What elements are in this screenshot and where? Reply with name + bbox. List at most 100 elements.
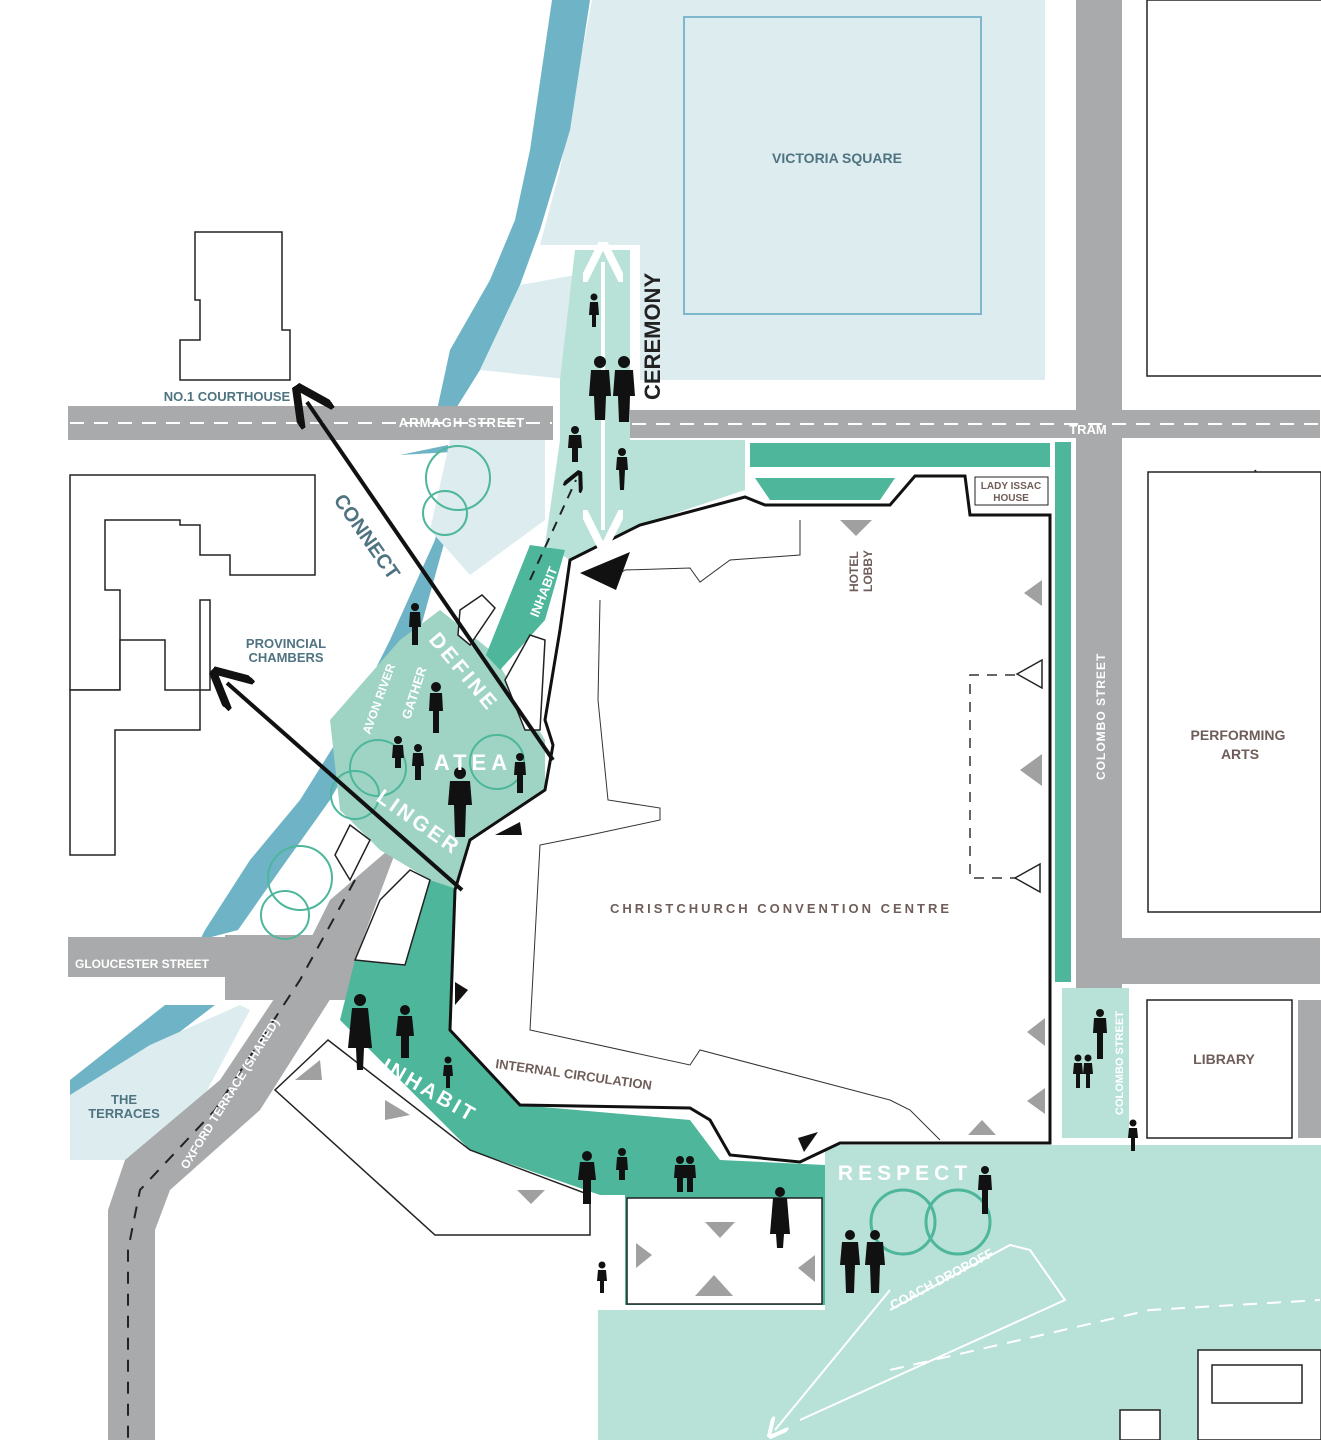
victoria-square-outline — [683, 16, 982, 315]
colombo-green-strip — [1055, 442, 1071, 982]
tree-outline-icon — [869, 1188, 992, 1256]
entrance-triangle-icon — [455, 982, 468, 1005]
person-silhouette-icon — [448, 767, 472, 837]
north-green-bar — [755, 478, 895, 500]
entrance-triangle-icon — [295, 1060, 322, 1080]
the-terraces-label-1: THE — [111, 1092, 137, 1107]
colombo-shared-strip — [1062, 988, 1129, 1138]
entrance-triangle-icon — [1015, 658, 1043, 690]
lady-issac-label-2: HOUSE — [993, 493, 1029, 504]
coach-dropoff-lane — [799, 1243, 1067, 1421]
person-silhouette-icon — [616, 1148, 628, 1180]
direction-arrow-icon — [307, 402, 555, 762]
ceremony-label: CEREMONY — [640, 273, 665, 400]
victoria-square-plaza — [540, 0, 1045, 380]
the-terraces-label-2: TERRACES — [88, 1106, 160, 1121]
performing-arts-label-1: PERFORMING — [1191, 727, 1286, 743]
entrance-triangle-icon — [1024, 580, 1042, 606]
entrance-triangle-icon — [705, 1222, 735, 1238]
lady-issac-house — [974, 476, 1049, 506]
person-silhouette-icon — [443, 1056, 453, 1088]
entrance-triangle-icon — [840, 520, 872, 536]
person-silhouette-icon — [578, 1151, 596, 1204]
parcel-d — [353, 869, 431, 966]
convention-centre-outline — [448, 474, 1052, 1164]
convention-centre-label: CHRISTCHURCH CONVENTION CENTRE — [610, 901, 952, 916]
colombo-shared-label-1: COLOMBO STREET — [1114, 1011, 1126, 1115]
entrance-triangle-icon — [1020, 754, 1042, 786]
person-silhouette-icon — [840, 1230, 860, 1293]
gloucester-street-label: GLOUCESTER STREET — [75, 957, 210, 971]
oxford-terrace-road — [108, 840, 400, 1440]
person-silhouette-icon — [597, 1261, 607, 1293]
person-silhouette-icon — [348, 994, 372, 1070]
lady-issac-label-1: LADY ISSAC — [981, 481, 1041, 492]
person-silhouette-icon — [392, 736, 404, 768]
person-silhouette-icon — [613, 356, 635, 422]
inhabit-strip-north — [486, 545, 565, 670]
respect-label: RESPECT — [838, 1162, 972, 1185]
performing-arts-label-2: ARTS — [1221, 746, 1259, 762]
atea-label: ATEA — [434, 750, 512, 775]
tree-outline-icon — [422, 445, 491, 536]
person-silhouette-icon — [409, 603, 421, 645]
person-silhouette-icon — [674, 1156, 686, 1192]
person-silhouette-icon — [978, 1166, 992, 1214]
library-annex — [1298, 1000, 1321, 1138]
entrance-triangle-icon — [385, 1100, 410, 1120]
entrance-triangle-icon — [636, 1243, 652, 1268]
entrance-triangle-icon — [517, 1190, 545, 1204]
connect-label: CONNECT — [329, 490, 404, 584]
person-silhouette-icon — [1128, 1119, 1138, 1151]
provincial-chambers-wing — [69, 599, 211, 856]
victoria-square-label: VICTORIA SQUARE — [772, 150, 902, 166]
person-silhouette-icon — [589, 293, 599, 327]
person-silhouette-icon — [1073, 1054, 1083, 1088]
south-parcel — [273, 1039, 591, 1236]
convention-inner-line — [529, 520, 941, 1141]
entrance-triangle-icon — [798, 1255, 815, 1282]
entrance-triangle-icon — [1013, 862, 1041, 894]
entrance-triangle-icon — [968, 1120, 996, 1135]
south-plaza — [598, 1145, 1321, 1440]
entrance-triangles — [295, 520, 1045, 1296]
colombo-street-label: COLOMBO STREET — [1094, 653, 1108, 780]
dashed-extension — [969, 674, 1015, 879]
ceremony-path — [545, 250, 745, 560]
provincial-label-1: PROVINCIAL — [246, 636, 326, 651]
person-silhouette-icon — [412, 744, 424, 780]
armagh-green-strip — [750, 443, 1050, 467]
lobby-label: LOBBY — [861, 550, 875, 592]
person-silhouette-icon — [589, 356, 611, 420]
armagh-street-label: ARMAGH STREET — [399, 415, 525, 430]
direction-arrow-icon — [775, 1289, 891, 1430]
direction-arrow-icon — [529, 480, 576, 581]
gloucester-street-road — [1120, 938, 1320, 984]
person-silhouette-icon — [616, 448, 628, 490]
riverbank-plaza-west — [430, 440, 545, 575]
provincial-label-2: CHAMBERS — [248, 650, 323, 665]
north-east-block — [1146, 0, 1321, 377]
person-silhouette-icon — [514, 753, 526, 793]
person-silhouette-icon — [429, 682, 443, 733]
avon-river — [437, 0, 590, 410]
parcel-a — [457, 594, 496, 647]
colombo-street-road — [1076, 0, 1122, 990]
person-silhouette-icon — [396, 1005, 414, 1058]
person-silhouette-icon — [865, 1230, 885, 1293]
person-silhouette-icon — [1093, 1009, 1107, 1059]
entrance-triangle-icon — [798, 1132, 818, 1152]
entrance-triangle-icon — [495, 822, 522, 835]
south-east-building-2 — [1119, 1409, 1161, 1440]
oxford-centerline — [127, 879, 356, 1440]
entrance-triangle-icon — [1027, 1088, 1045, 1114]
parcel-b — [504, 634, 546, 731]
entrance-triangle-icon — [695, 1275, 733, 1296]
no1-courthouse-label: NO.1 COURTHOUSE — [164, 389, 291, 404]
no1-courthouse-building — [179, 231, 291, 381]
entrance-triangle-icon — [580, 552, 630, 590]
person-silhouette-icon — [684, 1156, 696, 1192]
hotel-label: HOTEL — [847, 551, 861, 592]
person-silhouette-icon — [568, 426, 582, 462]
